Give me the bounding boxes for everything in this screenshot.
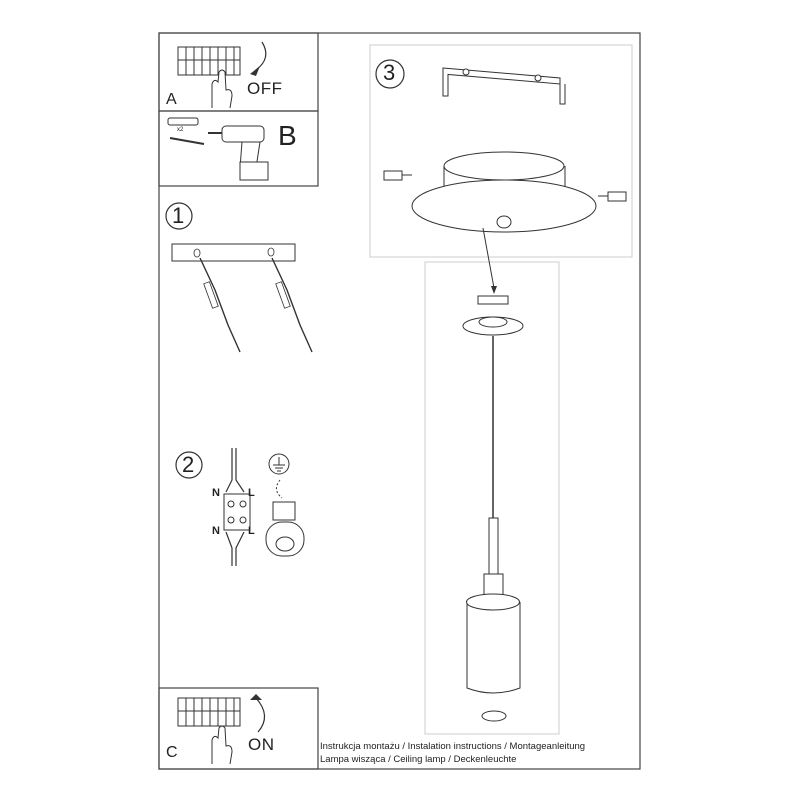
panel-c xyxy=(158,687,319,770)
live-label-bottom: L xyxy=(248,525,255,537)
live-label-top: L xyxy=(248,487,255,499)
on-label: ON xyxy=(248,735,275,754)
pendant-lamp xyxy=(462,295,524,722)
screw-icon xyxy=(598,191,627,202)
cord-clamp-icon xyxy=(462,295,524,336)
panel-a-letter: A xyxy=(166,91,177,108)
terminal-block-icon xyxy=(177,697,241,727)
step-2-wiring xyxy=(175,448,305,566)
ground-symbol-icon xyxy=(268,453,290,475)
off-label: OFF xyxy=(247,79,283,98)
footer-line-1: Instrukcja montażu / Instalation instruc… xyxy=(320,741,586,752)
step-1-number: 1 xyxy=(172,203,185,228)
footer-line-2: Lampa wisząca / Ceiling lamp / Deckenleu… xyxy=(320,754,517,765)
outer-frame xyxy=(158,32,641,770)
step-3-number: 3 xyxy=(383,60,396,85)
neutral-label-top: N xyxy=(212,487,220,499)
screw-icon xyxy=(383,170,412,181)
panel-c-letter: C xyxy=(166,744,178,761)
anchor-count-label: x2 xyxy=(177,127,184,133)
panel-a xyxy=(158,32,319,112)
ground-terminal-icon xyxy=(265,501,305,557)
step-2-number: 2 xyxy=(182,452,195,477)
step-1-ceiling-wires xyxy=(165,202,313,353)
bulb-ring-icon xyxy=(481,710,507,722)
panel-b-letter: B xyxy=(278,120,297,151)
hand-icon xyxy=(211,69,233,109)
step-3-frame xyxy=(369,44,633,258)
step-3-canopy xyxy=(375,59,627,294)
canopy-icon xyxy=(411,151,597,233)
rotate-arrow-icon xyxy=(255,41,267,71)
connector-block-icon xyxy=(223,493,251,531)
hand-icon xyxy=(211,725,233,765)
lamp-shade-icon xyxy=(466,593,521,694)
panel-b xyxy=(158,110,319,187)
drill-icon xyxy=(208,125,269,181)
wall-anchor-icon xyxy=(167,117,205,145)
mounting-bracket-icon xyxy=(442,67,566,105)
terminal-block-icon xyxy=(177,46,241,76)
lamp-frame xyxy=(424,261,560,735)
neutral-label-bottom: N xyxy=(212,525,220,537)
rotate-arrow-icon xyxy=(255,697,266,733)
